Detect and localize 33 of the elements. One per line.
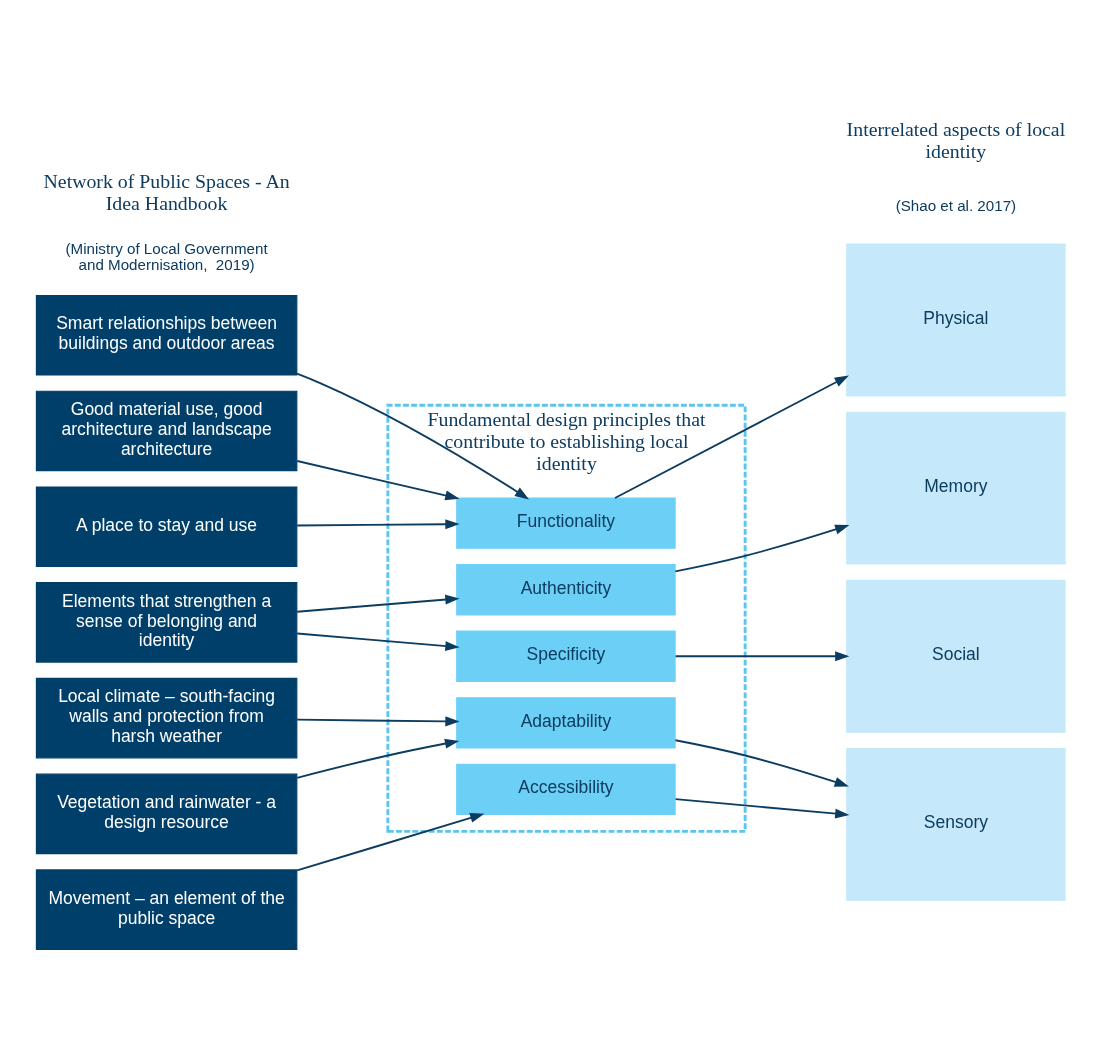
node-box: Memory xyxy=(846,411,1066,565)
node-box: Good material use, good architecture and landscape architecture xyxy=(35,390,298,471)
node-box: Movement – an element of the public space xyxy=(35,868,298,950)
node-box: Specificity xyxy=(456,630,676,682)
node-box: Physical xyxy=(846,243,1066,396)
node-box: A place to stay and use xyxy=(35,485,298,567)
node-box: Vegetation and rainwater - a design resource xyxy=(35,773,298,854)
label: Network of Public Spaces - An Idea Handbook xyxy=(43,169,290,214)
arrow xyxy=(674,738,849,787)
node-box: Authenticity xyxy=(456,563,676,615)
arrow xyxy=(296,518,460,529)
node-box: Sensory xyxy=(846,747,1066,901)
label: (Ministry of Local Government and Modernisation, 2019) xyxy=(65,239,268,273)
arrow xyxy=(296,812,485,871)
node-box: Smart relationships between buildings and outdoor areas xyxy=(35,294,298,375)
arrow xyxy=(296,715,460,726)
arrow xyxy=(674,797,850,819)
node-box: Accessibility xyxy=(456,763,676,815)
label: Interrelated aspects of local identity xyxy=(846,117,1066,162)
node-box: Social xyxy=(846,579,1066,733)
arrow xyxy=(296,738,460,779)
arrow xyxy=(296,372,530,499)
arrow xyxy=(296,632,460,651)
node-box: Elements that strengthen a sense of belonging and identity xyxy=(35,581,298,663)
node-box: Adaptability xyxy=(456,696,676,748)
arrow xyxy=(674,650,850,661)
arrow xyxy=(674,524,850,572)
label: (Shao et al. 2017) xyxy=(895,196,1017,214)
node-box: Local climate – south-facing walls and protection from harsh weather xyxy=(35,677,298,758)
node-box: Functionality xyxy=(456,496,676,549)
arrow xyxy=(296,459,460,500)
arrow xyxy=(296,594,460,613)
arrow xyxy=(614,374,849,499)
